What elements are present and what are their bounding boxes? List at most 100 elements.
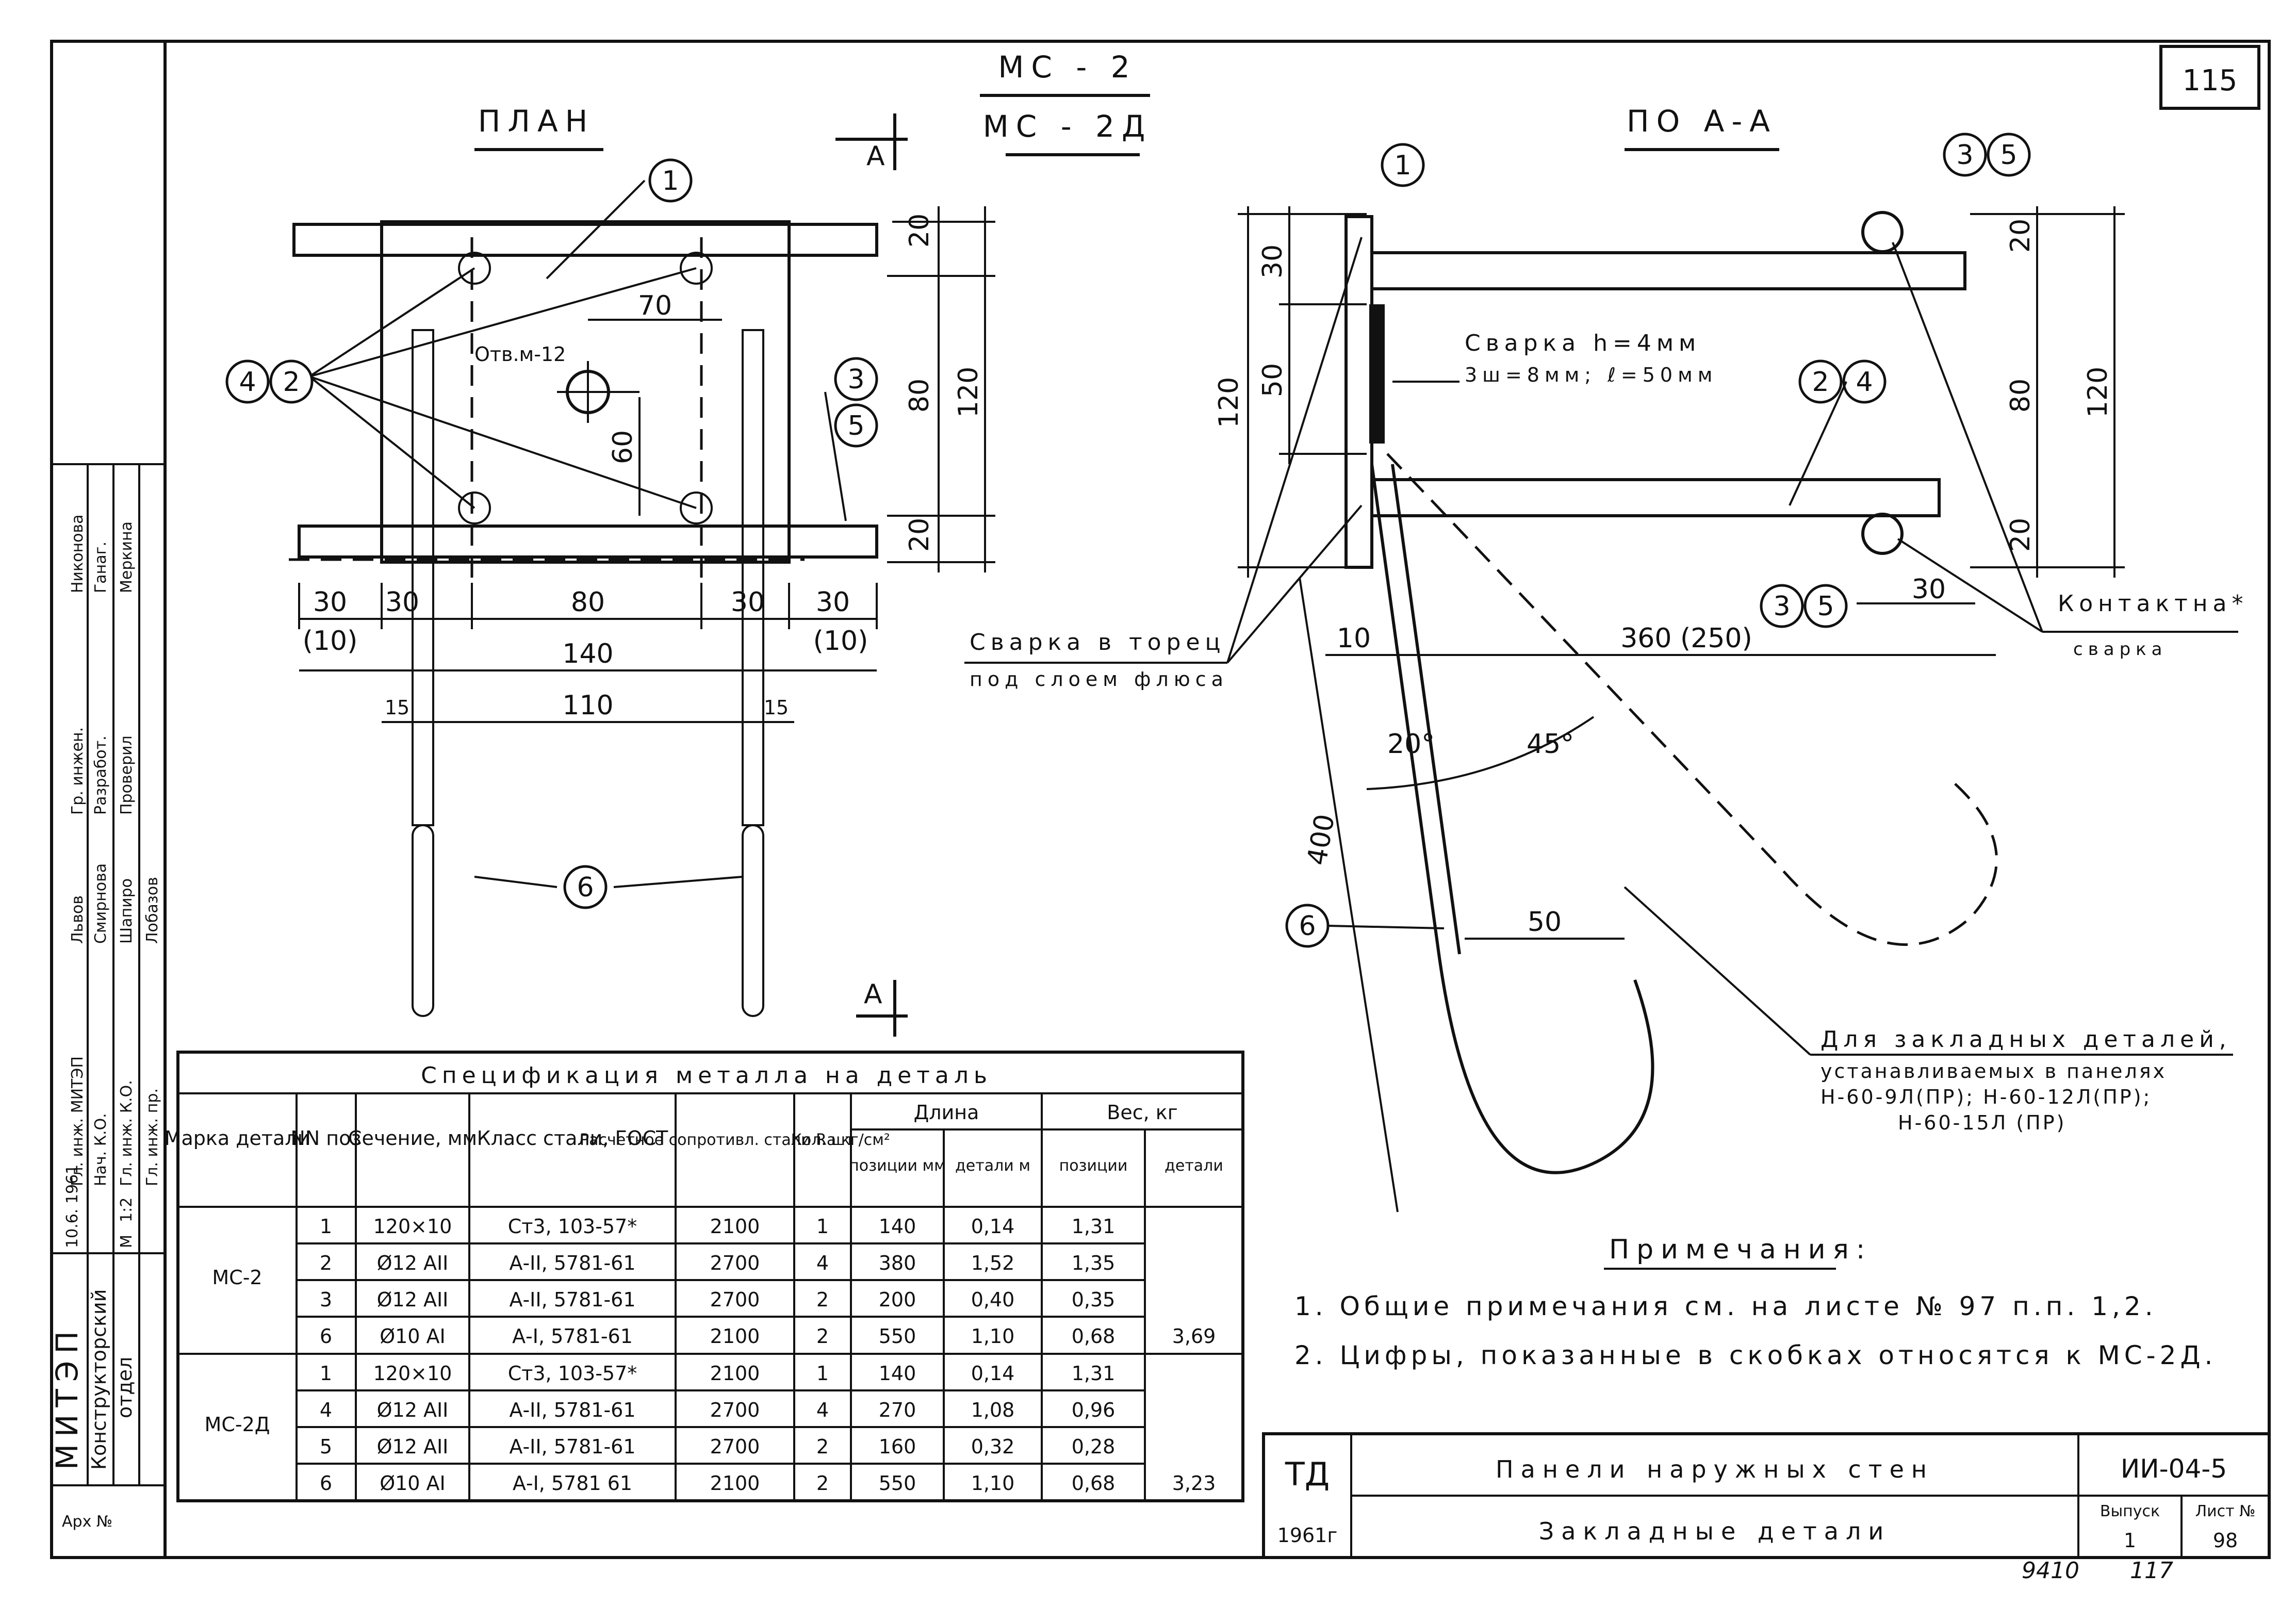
bar-bottom (298, 525, 878, 559)
spec-cell-resist: 2700 (710, 1288, 760, 1311)
hdr-w-pos: позиции (1059, 1157, 1128, 1175)
tb-issue-label: Выпуск (2100, 1502, 2160, 1520)
hdr-resist: Расчетное сопротивл. стали Rа кг/см² (580, 1131, 890, 1149)
callout-2 (269, 359, 314, 404)
notes-title: Примечания: (1609, 1234, 1872, 1265)
spec-cell-pos: 6 (320, 1472, 332, 1495)
archive-number: 9410 (2022, 1558, 2079, 1584)
stamp-arch: Арх № (62, 1513, 112, 1531)
section-bar-bottom (1370, 478, 1941, 517)
tb-sheet-label: Лист № (2195, 1502, 2256, 1520)
embedded-note-1: Для закладных деталей, (1821, 1026, 2232, 1053)
spec-cell-len-det: 0,14 (971, 1362, 1015, 1385)
leader-2-d (309, 375, 697, 509)
stamp-date: 10.6. 1961 (63, 1165, 81, 1248)
spec-group-mark: МС-2Д (205, 1413, 270, 1436)
butt-weld-2: под слоем флюса (970, 668, 1228, 691)
note-1: 1. Общие примечания см. на листе № 97 п.… (1294, 1291, 2157, 1321)
spec-cell-resist: 2700 (710, 1252, 760, 1274)
callout-3 (834, 357, 878, 401)
dim-80: 80 (904, 379, 935, 413)
anchor-rod-6-inner (1391, 464, 1461, 955)
section-rod-3-bot (1861, 513, 1904, 555)
stamp-name-2: Смирнова (92, 863, 110, 944)
leader-6-b (613, 876, 743, 888)
sec-callout-5b (1803, 584, 1848, 628)
spec-cell-w-pos: 0,28 (1072, 1435, 1116, 1458)
spec-cell-section: 120×10 (373, 1362, 452, 1385)
spec-group-mark: МС-2 (212, 1266, 262, 1289)
hdr-len-det: детали м (955, 1157, 1030, 1175)
dim-20-bot: 20 (904, 518, 935, 552)
sec-callout-1 (1381, 143, 1425, 187)
tb-td: ТД (1285, 1455, 1330, 1493)
stamp-org: МИТЭП (50, 1324, 85, 1470)
spec-cell-steel: А-II, 5781-61 (509, 1399, 635, 1421)
spec-cell-w-pos: 0,68 (1072, 1325, 1116, 1348)
sec-callout-3b-text: 3 (1773, 591, 1790, 622)
spec-cell-section: Ø10 АI (380, 1325, 446, 1348)
spec-cell-pos: 3 (320, 1288, 332, 1311)
tb-title-2: Закладные детали (1539, 1517, 1891, 1545)
spec-cell-steel: Ст3, 103-57* (508, 1215, 637, 1238)
spec-cell-steel: А-I, 5781-61 (512, 1325, 633, 1348)
spec-group-total: 3,23 (1172, 1472, 1216, 1495)
stamp-name-3: Шапиро (118, 878, 136, 944)
tb-issue: 1 (2124, 1529, 2136, 1552)
sec-dim-h10: 10 (1337, 623, 1371, 654)
spec-cell-len-det: 1,10 (971, 1472, 1015, 1495)
spec-cell-qty: 2 (816, 1472, 829, 1495)
dim-20-top: 20 (904, 214, 935, 248)
weld-spot-2 (680, 252, 713, 285)
contact-weld-1: Контактна* (2058, 591, 2248, 617)
tb-year: 1961г (1277, 1524, 1338, 1547)
tb-sheet: 98 (2213, 1529, 2238, 1552)
sec-dim-h360: 360 (250) (1620, 623, 1752, 654)
spec-cell-steel: А-II, 5781-61 (509, 1435, 635, 1458)
butt-weld-1: Сварка в торец (970, 629, 1226, 656)
stamp-strip: МИТЭП Конструкторский отдел Арх № 10.6. … (50, 463, 165, 1531)
spec-cell-w-pos: 0,96 (1072, 1399, 1116, 1421)
anchor-rod-left (412, 329, 434, 826)
stamp-role-b1: Гр. инжен. (69, 727, 87, 815)
stamp-name-4: Лобазов (143, 877, 161, 944)
page-number-box (2159, 45, 2260, 110)
sec-dim-120: 120 (1213, 377, 1244, 428)
leader-s6 (1327, 925, 1445, 929)
leader-6-a (474, 876, 557, 888)
sec-callout-3a (1943, 133, 1987, 177)
sec-dim-50: 50 (1257, 363, 1288, 397)
title-block: ТД 1961г Панели наружных стен Закладные … (1262, 1432, 2271, 1559)
leader-butt-weld-b (1226, 504, 1363, 664)
dim-70: 70 (638, 290, 672, 321)
sec-callout-4-text: 4 (1856, 367, 1873, 398)
spec-table-border (176, 1051, 1244, 1502)
hole-label: Отв.м-12 (474, 343, 566, 366)
stamp-name-b1: Никонова (69, 514, 87, 593)
spec-cell-pos: 1 (320, 1362, 332, 1385)
stamp-role-b3: Проверил (118, 735, 136, 815)
dim-b30-l: 30 (313, 587, 347, 618)
weld-size-2: 3ш=8мм; ℓ=50мм (1465, 364, 1717, 386)
stamp-role-2: Нач. К.О. (92, 1113, 110, 1186)
spec-cell-section: 120×10 (373, 1215, 452, 1238)
weld-seam (1369, 304, 1385, 444)
weld-spot-1 (458, 252, 491, 285)
page-number: 115 (2183, 64, 2238, 97)
embedded-note-4: Н-60-15Л (ПР) (1898, 1111, 2067, 1134)
plate-outline (380, 220, 791, 564)
callout-6 (563, 865, 608, 909)
stamp-dept-1: Конструкторский (88, 1289, 110, 1470)
mark-top: МС - 2 (998, 50, 1137, 85)
sec-dim-400: 400 (1302, 812, 1341, 867)
hdr-weight: Вес, кг (1107, 1101, 1177, 1124)
sec-callout-1-text: 1 (1394, 150, 1411, 181)
embedded-note-3: Н-60-9Л(ПР); Н-60-12Л(ПР); (1821, 1086, 2152, 1108)
spec-cell-pos: 2 (320, 1252, 332, 1274)
callout-5-text: 5 (847, 411, 864, 441)
sec-callout-2 (1798, 359, 1843, 404)
spec-cell-steel: А-II, 5781-61 (509, 1252, 635, 1274)
tb-code: ИИ-04-5 (2121, 1454, 2227, 1484)
spec-cell-pos: 4 (320, 1399, 332, 1421)
